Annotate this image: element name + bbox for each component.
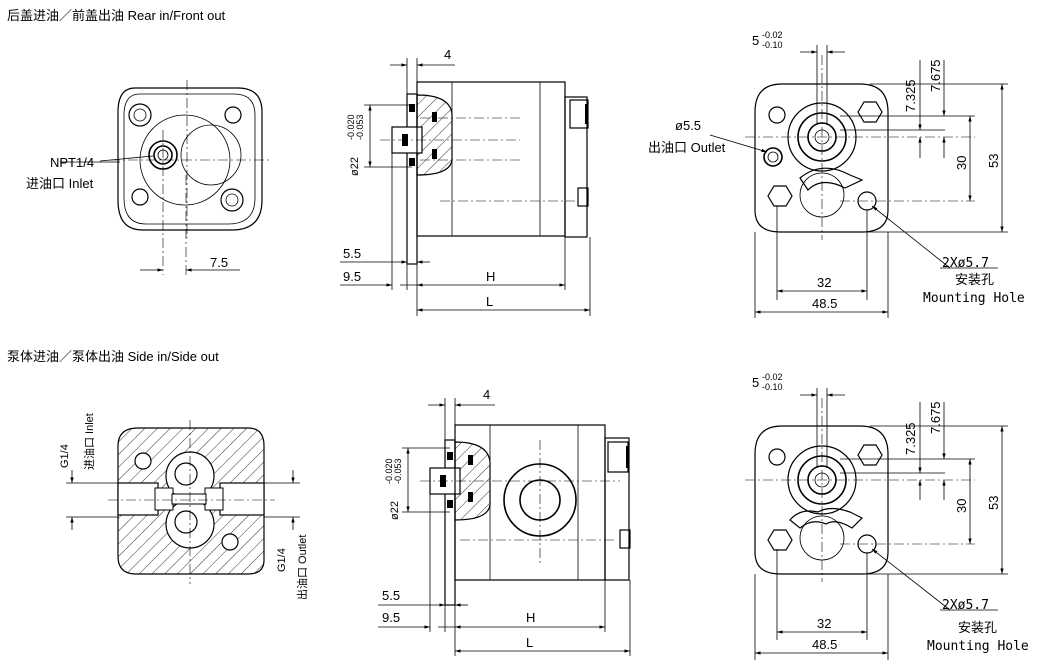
key-width-tol-upper-bot: -0.02: [762, 372, 783, 382]
dim-H-bot: H: [526, 610, 535, 625]
dim-5-5-bot: 5.5: [382, 588, 400, 603]
top-mid-side-view: [340, 58, 591, 316]
mount-hole-spec-top: 2Xø5.7: [942, 256, 989, 271]
dim-7-675-top: 7.675: [928, 59, 943, 92]
dim-30-top: 30: [954, 156, 969, 170]
dim-7-325-bot: 7.325: [903, 422, 918, 455]
inlet-label-side: 进油口 Inlet: [82, 413, 96, 470]
key-width-main-bot: 5: [752, 375, 759, 390]
bot-right-front-view: [745, 388, 1008, 660]
dim-48-5-top: 48.5: [812, 296, 837, 311]
dim-7-5: 7.5: [210, 255, 228, 270]
bot-mid-side-view: [378, 398, 631, 656]
outlet-label: 出油口 Outlet: [648, 140, 726, 155]
section-title-side-side: 泵体进油／泵体出油 Side in/Side out: [7, 349, 219, 364]
bot-left-section-view: [66, 420, 300, 584]
inlet-label: 进油口 Inlet: [26, 176, 94, 191]
dim-32-bot: 32: [817, 616, 831, 631]
dim-53-top: 53: [986, 154, 1001, 168]
dim-dia22-tol-lower-bot: -0.053: [393, 458, 403, 484]
dim-dia22-tol-upper-top: -0.020: [346, 114, 356, 140]
top-right-front-view: [709, 45, 1008, 318]
dim-9-5-bot: 9.5: [382, 610, 400, 625]
dim-dia22-tol-lower-top: -0.053: [355, 114, 365, 140]
mount-hole-en-top: Mounting Hole: [923, 291, 1025, 306]
dim-4-top: 4: [444, 47, 451, 62]
mount-hole-cn-top: 安装孔: [955, 272, 994, 287]
dim-L-bot: L: [526, 635, 533, 650]
npt-port-size: NPT1/4: [50, 155, 94, 170]
dim-7-675-bot: 7.675: [928, 401, 943, 434]
dim-L-top: L: [486, 294, 493, 309]
dim-dia22-bot: ø22: [389, 501, 401, 520]
mount-hole-spec-bot: 2Xø5.7: [942, 598, 989, 613]
inlet-size: G1/4: [59, 444, 71, 468]
dim-5-5-top: 5.5: [343, 246, 361, 261]
outlet-label-side: 出油口 Outlet: [295, 535, 309, 600]
key-width-tol-upper-top: -0.02: [762, 30, 783, 40]
dim-H-top: H: [486, 269, 495, 284]
dim-32-top: 32: [817, 275, 831, 290]
section-title-rear-front: 后盖进油／前盖出油 Rear in/Front out: [7, 8, 226, 23]
dim-30-bot: 30: [954, 499, 969, 513]
dim-dia22-tol-upper-bot: -0.020: [384, 458, 394, 484]
top-left-rear-view: [60, 80, 270, 275]
dim-9-5-top: 9.5: [343, 269, 361, 284]
mount-hole-cn-bot: 安装孔: [958, 620, 997, 635]
dim-dia22-top: ø22: [349, 157, 361, 176]
mount-hole-en-bot: Mounting Hole: [927, 639, 1029, 654]
dim-53-bot: 53: [986, 496, 1001, 510]
dim-7-325-top: 7.325: [903, 79, 918, 112]
key-width-tol-lower-top: -0.10: [762, 40, 783, 50]
key-width-main-top: 5: [752, 33, 759, 48]
outlet-dia: ø5.5: [675, 118, 701, 133]
outlet-size: G1/4: [276, 548, 288, 572]
key-width-tol-lower-bot: -0.10: [762, 382, 783, 392]
dim-48-5-bot: 48.5: [812, 637, 837, 652]
dim-4-bot: 4: [483, 387, 490, 402]
